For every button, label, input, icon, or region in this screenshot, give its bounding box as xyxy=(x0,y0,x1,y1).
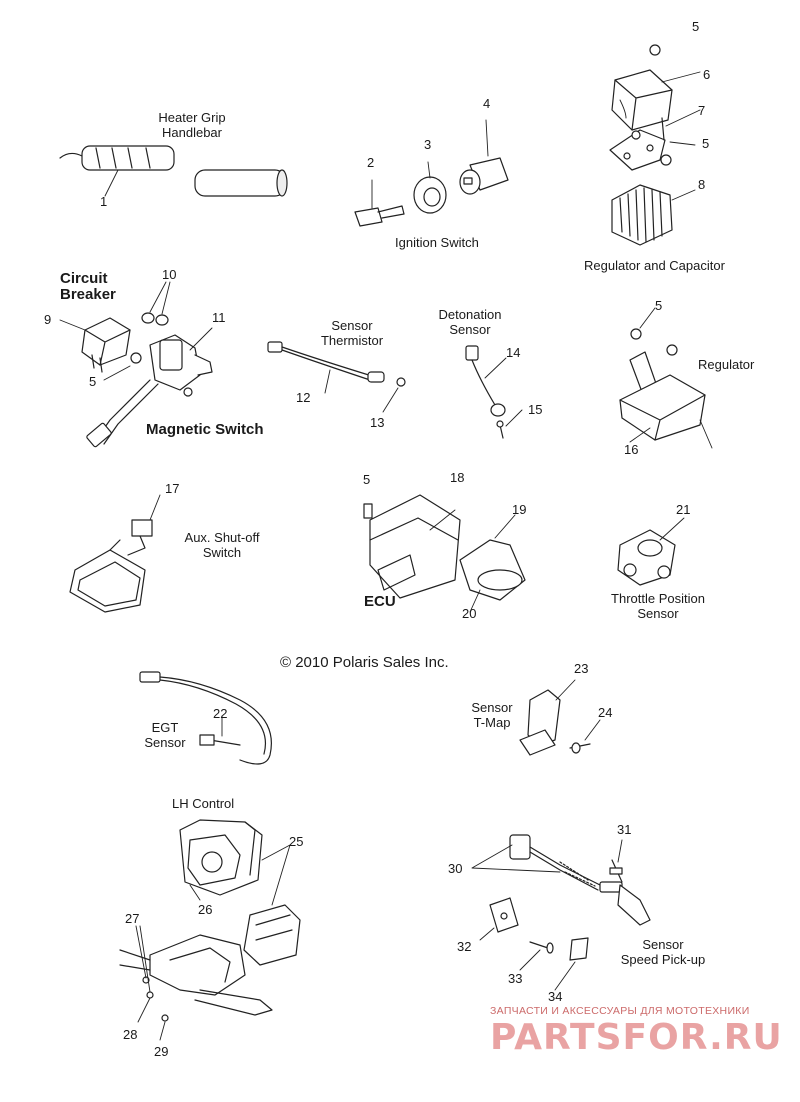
regulator-label: Regulator xyxy=(698,357,755,372)
callout-20: 20 xyxy=(462,606,477,621)
copyright-notice: © 2010 Polaris Sales Inc. xyxy=(280,654,449,671)
callout-23: 23 xyxy=(574,661,589,676)
circuit-breaker-label: Circuit Breaker xyxy=(60,270,116,303)
callout-2: 2 xyxy=(367,155,375,170)
callout-5-a: 5 xyxy=(692,19,700,34)
callout-18: 18 xyxy=(450,470,465,485)
regulator-capacitor-label: Regulator and Capacitor xyxy=(584,258,725,273)
watermark-brand-logo: PARTSFOR.RU xyxy=(490,1017,783,1058)
heater-grip-label: Heater Grip Handlebar xyxy=(158,110,226,140)
ignition-switch-label: Ignition Switch xyxy=(395,235,479,250)
callout-5-e: 5 xyxy=(363,472,371,487)
callout-27: 27 xyxy=(125,911,140,926)
callout-9: 9 xyxy=(44,312,52,327)
sensor-tmap-label: Sensor T-Map xyxy=(471,700,513,730)
regulator-part xyxy=(619,307,713,449)
ecu-label: ECU xyxy=(364,593,396,610)
callout-13: 13 xyxy=(370,415,385,430)
callout-5-d: 5 xyxy=(655,298,663,313)
callout-7: 7 xyxy=(698,103,706,118)
callout-30: 30 xyxy=(448,861,463,876)
callout-28: 28 xyxy=(123,1027,138,1042)
tps-label: Throttle Position Sensor xyxy=(611,591,705,621)
speed-pickup-parts xyxy=(471,834,651,991)
aux-shutoff-label: Aux. Shut-off Switch xyxy=(184,530,260,560)
speed-pickup-label: Sensor Speed Pick-up xyxy=(620,937,706,967)
callout-4: 4 xyxy=(483,96,491,111)
callout-5-b: 5 xyxy=(702,136,710,151)
callout-25: 25 xyxy=(289,834,304,849)
aux-shutoff-switch-part xyxy=(69,494,161,613)
sensor-thermistor-part xyxy=(267,341,406,413)
callout-26: 26 xyxy=(198,902,213,917)
tmap-sensor-part xyxy=(519,679,601,756)
regulator-capacitor-parts xyxy=(609,44,701,246)
callout-16: 16 xyxy=(624,442,639,457)
callout-8: 8 xyxy=(698,177,706,192)
callout-15: 15 xyxy=(528,402,543,417)
callout-10: 10 xyxy=(162,267,177,282)
callout-22: 22 xyxy=(213,706,228,721)
egt-sensor-label: EGT Sensor xyxy=(144,720,186,750)
callout-3: 3 xyxy=(424,137,432,152)
callout-19: 19 xyxy=(512,502,527,517)
magnetic-switch-label: Magnetic Switch xyxy=(146,421,264,438)
lh-control-label: LH Control xyxy=(172,796,235,811)
detonation-sensor-label: Detonation Sensor xyxy=(438,307,502,337)
callout-14: 14 xyxy=(506,345,521,360)
heater-grip-part xyxy=(59,145,288,197)
callout-31: 31 xyxy=(617,822,632,837)
callout-21: 21 xyxy=(676,502,691,517)
detonation-sensor-part xyxy=(465,345,523,439)
callout-24: 24 xyxy=(598,705,613,720)
callout-34: 34 xyxy=(548,989,563,1004)
callout-32: 32 xyxy=(457,939,472,954)
callout-17: 17 xyxy=(165,481,180,496)
callout-1: 1 xyxy=(100,194,108,209)
magnetic-switch-parts xyxy=(59,281,213,448)
ecu-parts xyxy=(363,494,526,613)
sensor-thermistor-label: Sensor Thermistor xyxy=(320,318,384,348)
ignition-switch-parts xyxy=(354,119,509,227)
egt-sensor-part xyxy=(139,671,272,765)
lh-control-parts xyxy=(119,819,301,1041)
callout-29: 29 xyxy=(154,1044,169,1059)
callout-5-c: 5 xyxy=(89,374,97,389)
callout-12: 12 xyxy=(296,390,311,405)
callout-6: 6 xyxy=(703,67,711,82)
callout-33: 33 xyxy=(508,971,523,986)
callout-11: 11 xyxy=(212,310,226,325)
throttle-position-sensor-part xyxy=(617,517,685,586)
watermark-tagline: ЗАПЧАСТИ И АКСЕССУАРЫ ДЛЯ МОТОТЕХНИКИ xyxy=(490,1005,750,1017)
